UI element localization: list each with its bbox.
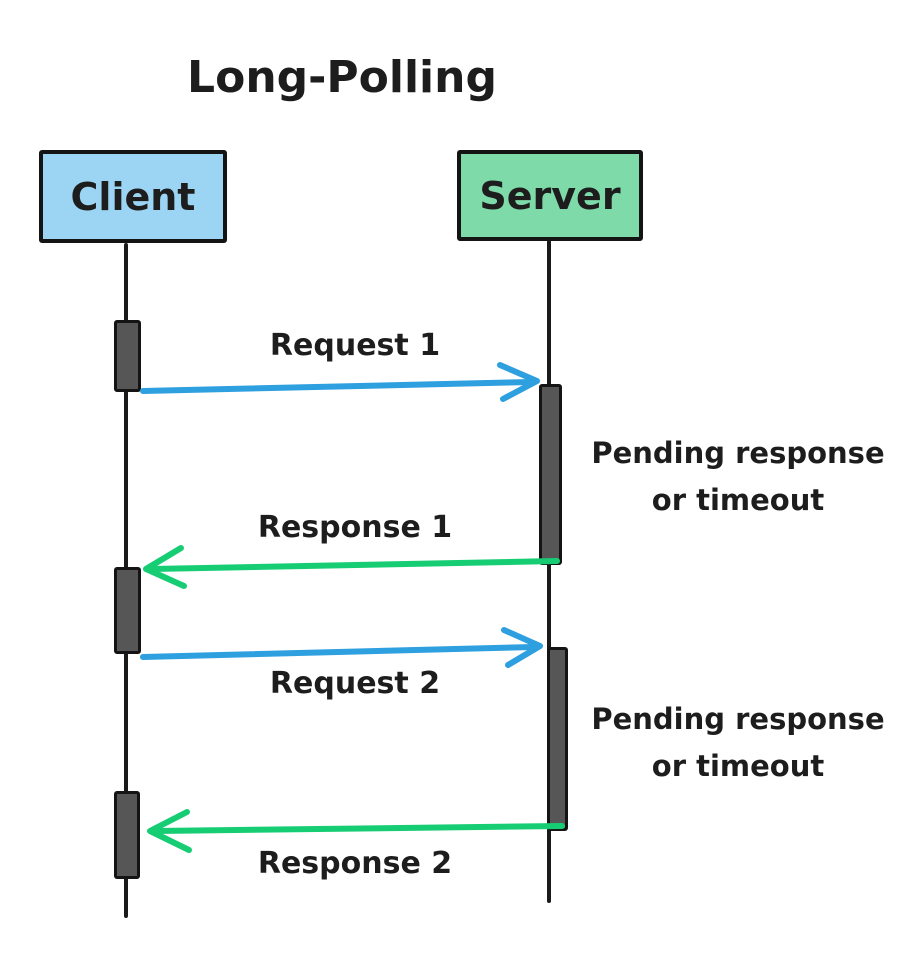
client-activation-1 (114, 320, 141, 392)
message-label-request-2: Request 2 (269, 666, 441, 701)
actor-label-client: Client (70, 174, 196, 219)
request-2-arrow (140, 627, 543, 668)
pending-note-1-line-1: Pending response (591, 436, 885, 470)
diagram-title: Long-Polling (187, 52, 497, 103)
client-activation-2 (114, 567, 141, 654)
server-activation-1 (539, 384, 562, 565)
message-label-response-2: Response 2 (257, 846, 453, 881)
pending-note-2-line-1: Pending response (591, 702, 885, 736)
message-label-response-1: Response 1 (257, 510, 453, 545)
pending-note-2: Pending response or timeout (586, 696, 890, 790)
client-activation-3 (114, 791, 140, 879)
pending-note-1: Pending response or timeout (586, 430, 890, 524)
actor-box-client: Client (39, 150, 227, 243)
actor-box-server: Server (457, 150, 643, 241)
message-label-request-1: Request 1 (269, 328, 441, 363)
server-activation-2 (547, 647, 568, 831)
request-1-arrow (140, 362, 540, 402)
actor-label-server: Server (479, 173, 621, 218)
response-2-arrow (147, 809, 565, 853)
pending-note-2-line-2: or timeout (651, 749, 825, 783)
response-1-arrow (143, 545, 560, 589)
pending-note-1-line-2: or timeout (651, 483, 825, 517)
